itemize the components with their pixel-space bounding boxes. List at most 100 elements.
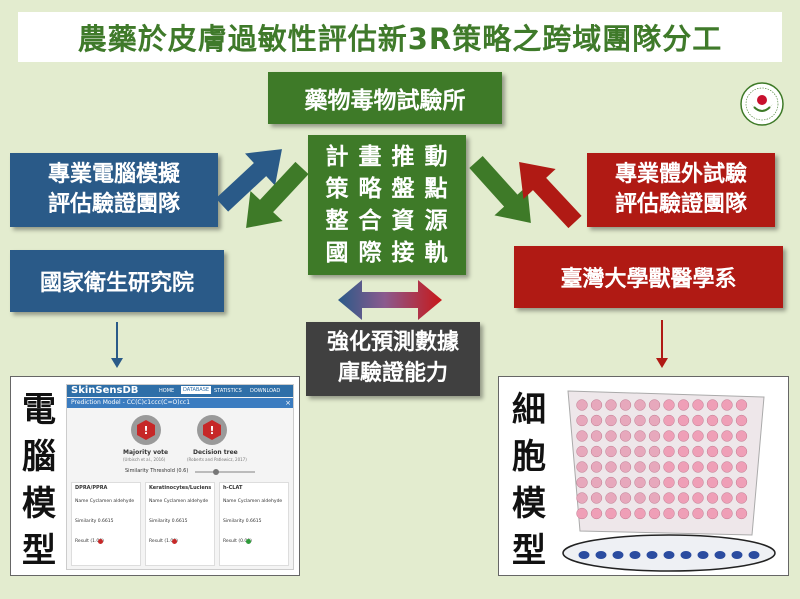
well — [721, 430, 733, 442]
well — [648, 414, 661, 427]
well — [590, 430, 603, 442]
well — [576, 492, 588, 504]
right-team-box: 專業體外試驗 評估驗證團隊 — [587, 153, 775, 227]
well — [590, 492, 603, 504]
threshold-slider[interactable] — [195, 469, 255, 475]
nav-statistics[interactable]: STATISTICS — [214, 388, 242, 394]
well — [605, 414, 617, 427]
well — [663, 399, 675, 411]
result-row: Result (1.00) — [149, 539, 178, 544]
petri-dot — [748, 551, 760, 559]
close-icon[interactable]: × — [285, 399, 291, 407]
well — [605, 476, 617, 489]
right-org-label: 臺灣大學獸醫學系 — [560, 267, 737, 292]
left-org-label: 國家衛生研究院 — [39, 271, 194, 296]
well — [692, 414, 704, 427]
model-title: Prediction Model - CC(C)c1ccc(C=O)cc1 — [71, 399, 191, 406]
well — [648, 507, 661, 520]
svg-text:!: ! — [143, 424, 148, 437]
well — [735, 399, 748, 411]
majority-alert-icon: ! — [131, 415, 161, 445]
well — [735, 461, 748, 473]
fail-icon — [172, 539, 177, 544]
well — [735, 492, 748, 504]
well — [619, 461, 632, 473]
well — [663, 492, 675, 504]
right-org-box: 臺灣大學獸醫學系 — [514, 246, 783, 308]
well — [590, 461, 603, 473]
well-grid — [576, 399, 748, 520]
well — [692, 430, 704, 442]
well — [605, 445, 617, 458]
well — [721, 399, 733, 411]
well — [634, 492, 646, 504]
well — [721, 445, 733, 458]
similarity-row: Similarity 0.6615 — [223, 519, 262, 524]
well — [576, 507, 588, 520]
well — [677, 445, 690, 458]
well — [677, 492, 690, 504]
well — [677, 430, 690, 442]
decision-ref: (Roberts and Patlewicz, 2017) — [187, 457, 247, 462]
well — [605, 507, 617, 520]
nav-home[interactable]: HOME — [159, 388, 175, 394]
well — [735, 430, 748, 442]
well — [634, 476, 646, 489]
nav-database[interactable]: DATABASE — [181, 386, 212, 394]
majority-ref: (Urbisch et al., 2016) — [123, 457, 166, 462]
well — [721, 461, 733, 473]
well — [605, 492, 617, 504]
petri-dots — [578, 551, 760, 559]
well — [663, 430, 675, 442]
well — [706, 399, 719, 411]
well — [605, 430, 617, 442]
well-plate-photo — [562, 390, 776, 572]
well — [735, 414, 748, 427]
computer-model-panel: 電 腦 模 型 SkinSensDB HOME DATABASE STATIST… — [10, 376, 300, 576]
arrow-up-right-icon — [215, 149, 282, 212]
threshold-slider-handle[interactable] — [213, 469, 219, 475]
well — [735, 476, 748, 489]
well — [663, 461, 675, 473]
similarity-row: Similarity 0.6615 — [149, 519, 188, 524]
well — [576, 476, 588, 489]
center-org-box: 藥物毒物試驗所 — [268, 72, 502, 124]
well — [721, 414, 733, 427]
svg-text:!: ! — [209, 424, 214, 437]
center-org-label: 藥物毒物試驗所 — [304, 88, 466, 114]
well — [692, 476, 704, 489]
well — [648, 461, 661, 473]
well — [576, 430, 588, 442]
majority-vote-label: Majority vote — [123, 449, 169, 456]
well — [706, 430, 719, 442]
result-row: Result (0.00) — [223, 539, 252, 544]
similarity-row: Similarity 0.6615 — [75, 519, 114, 524]
well — [677, 399, 690, 411]
column-header: Keratinocytes/Luciens — [149, 485, 212, 491]
nav-download[interactable]: DOWNLOAD — [250, 388, 281, 394]
petri-dot — [578, 551, 590, 559]
arrow-up-left-icon — [519, 162, 582, 229]
well — [692, 507, 704, 520]
well — [590, 399, 603, 411]
decision-alert-icon: ! — [197, 415, 227, 445]
petri-dot — [612, 551, 624, 559]
column-header: DPRA/PPRA — [75, 485, 108, 491]
cell-model-label: 細 胞 模 型 — [512, 390, 546, 571]
well — [634, 445, 646, 458]
name-row: Name Cyclamen aldehyde — [223, 499, 283, 504]
well — [576, 414, 588, 427]
fail-icon — [98, 539, 103, 544]
well — [619, 492, 632, 504]
model-title-bar: Prediction Model - CC(C)c1ccc(C=O)cc1 × — [67, 398, 293, 408]
well — [706, 445, 719, 458]
strategy-text: 計 畫 推 動 策 略 盤 點 整 合 資 源 國 際 接 軌 — [325, 143, 449, 267]
well — [706, 476, 719, 489]
well — [677, 476, 690, 489]
petri-dot — [731, 551, 743, 559]
page-title: 農藥於皮膚過敏性評估新3R策略之跨域團隊分工 — [18, 12, 782, 62]
left-team-label: 專業電腦模擬 評估驗證團隊 — [47, 161, 180, 217]
well — [648, 430, 661, 442]
